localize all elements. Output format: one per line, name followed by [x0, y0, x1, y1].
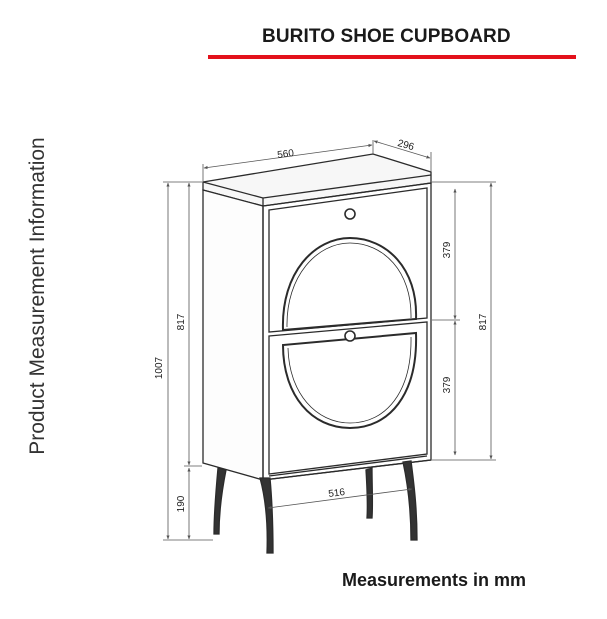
- door-lower-window-inner: [287, 336, 412, 424]
- door-upper-window: [281, 236, 418, 332]
- leg-back-left: [213, 467, 227, 535]
- dimension-lines: [163, 140, 496, 541]
- units-note: Measurements in mm: [342, 570, 527, 590]
- dim-depth-line: [373, 140, 431, 159]
- base-edge-inner: [268, 455, 428, 477]
- knob-lower: [344, 330, 356, 342]
- cabinet-top-edge-front: [262, 174, 432, 199]
- door-upper: [268, 187, 428, 333]
- cabinet-side: [202, 189, 264, 481]
- leg-back-right: [365, 467, 374, 519]
- dim-body-right-label: 817: [478, 313, 489, 330]
- dim-depth-label: 296: [396, 138, 415, 153]
- dim-body-left-label: 817: [176, 313, 187, 330]
- leg-front-right: [402, 460, 418, 541]
- title-underline: [208, 55, 576, 59]
- door-lower-window: [281, 331, 418, 430]
- dim-door-lower-label: 379: [442, 376, 453, 393]
- dim-width-label: 560: [277, 148, 295, 161]
- dim-span-line: [267, 487, 413, 510]
- dim-total-height-label: 1007: [154, 356, 165, 379]
- dim-width-line: [203, 143, 373, 170]
- door-upper-window-inner: [286, 242, 412, 328]
- dim-leg-height-label: 190: [176, 495, 187, 512]
- dim-door-upper-label: 379: [442, 241, 453, 258]
- cabinet-top-edge: [202, 181, 264, 199]
- cabinet: [202, 153, 432, 554]
- leg-front-left: [259, 477, 274, 554]
- page-title: BURITO SHOE CUPBOARD: [262, 26, 511, 47]
- door-lower: [268, 321, 428, 475]
- knob-upper: [344, 208, 356, 220]
- dim-leg-span-label: 516: [328, 487, 346, 500]
- dimension-labels: 560 296 1007 817 190 817 379 379 516: [154, 138, 489, 512]
